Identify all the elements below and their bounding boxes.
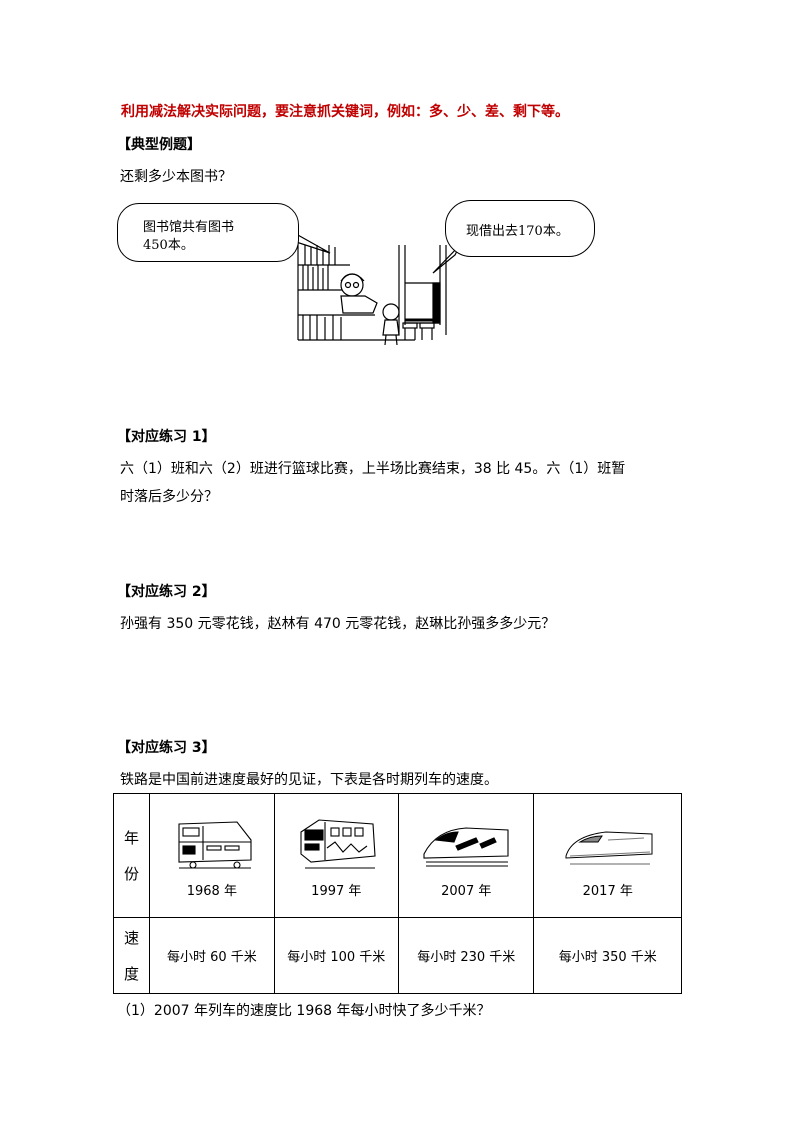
year-label-1968: 1968 年	[186, 884, 237, 899]
year-row-header: 年 份	[112, 793, 151, 918]
year-label-1997: 1997 年	[311, 884, 362, 899]
example-heading: 【典型例题】	[117, 137, 201, 153]
year-header-char-2: 份	[124, 864, 140, 883]
speed-row-header: 速 度	[112, 917, 151, 994]
speech-bubble-borrowed: 现借出去170本。	[445, 200, 595, 257]
practice3-question1: （1）2007 年列车的速度比 1968 年每小时快了多少千米？	[117, 1003, 491, 1019]
speed-cell-1997: 每小时 100 千米	[273, 917, 400, 994]
year-row: 年 份 1968 年	[112, 793, 682, 918]
speed-cell-2007: 每小时 230 千米	[397, 917, 535, 994]
train-speed-table: 年 份 1968 年	[112, 793, 682, 994]
year-header-char-1: 年	[124, 828, 140, 847]
practice1-line1: 六（1）班和六（2）班进行篮球比赛，上半场比赛结束，38 比 45。六（1）班暂	[120, 461, 626, 477]
practice3-intro: 铁路是中国前进速度最好的见证，下表是各时期列车的速度。	[120, 772, 498, 788]
year-label-2017: 2017 年	[582, 884, 633, 899]
bubble-total-line1: 图书馆共有图书	[143, 220, 235, 235]
speed-cell-2017: 每小时 350 千米	[533, 917, 682, 994]
year-cell-1968: 1968 年	[149, 793, 275, 918]
library-illustration	[279, 224, 461, 346]
year-label-2007: 2007 年	[441, 884, 492, 899]
year-cell-1997: 1997 年	[273, 793, 400, 918]
train-2007-image	[423, 827, 509, 867]
speed-row: 速 度 每小时 60 千米 每小时 100 千米 每小时 230 千米 每小时 …	[112, 917, 682, 994]
train-1968-image	[178, 821, 252, 869]
bubble-total-line2: 450本。	[143, 238, 194, 253]
practice1-line2: 时落后多少分？	[120, 489, 218, 505]
year-cell-2007: 2007 年	[397, 793, 535, 918]
practice3-heading: 【对应练习 3】	[117, 740, 216, 756]
tip-text: 利用减法解决实际问题，要注意抓关键词，例如：多、少、差、剩下等。	[121, 104, 569, 120]
speed-header-char-1: 速	[124, 928, 140, 947]
practice2-line1: 孙强有 350 元零花钱，赵林有 470 元零花钱，赵琳比孙强多多少元？	[120, 616, 556, 632]
speech-bubble-total: 图书馆共有图书 450本。	[117, 203, 299, 262]
train-1997-image	[300, 819, 376, 869]
train-2017-image	[565, 831, 653, 865]
example-question: 还剩多少本图书？	[120, 169, 232, 185]
practice2-heading: 【对应练习 2】	[117, 584, 216, 600]
speed-cell-1968: 每小时 60 千米	[149, 917, 275, 994]
speed-header-char-2: 度	[124, 964, 140, 983]
practice1-heading: 【对应练习 1】	[117, 429, 216, 445]
year-cell-2017: 2017 年	[533, 793, 682, 918]
bubble-borrowed-text: 现借出去170本。	[466, 224, 569, 239]
